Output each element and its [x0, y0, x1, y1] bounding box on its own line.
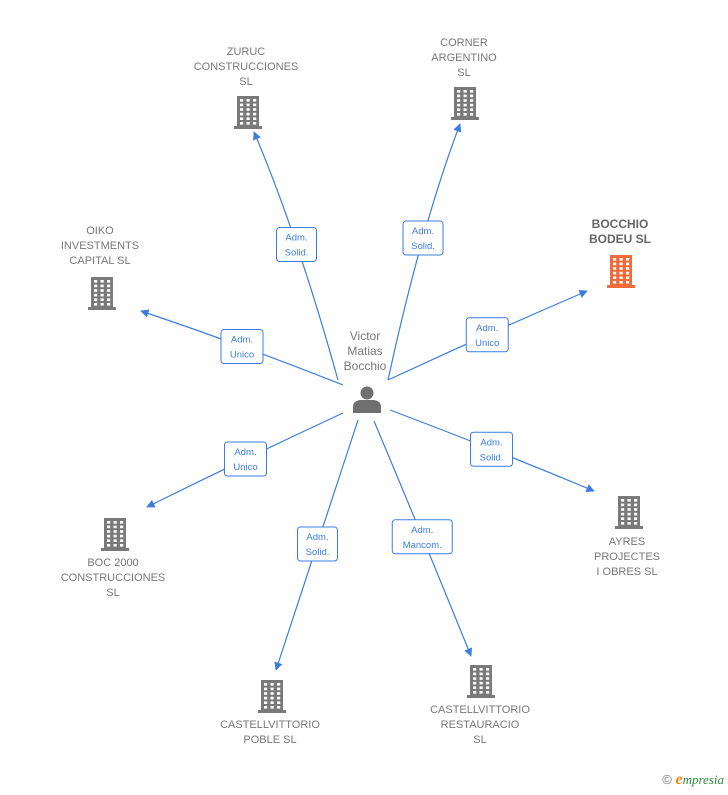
role-badge-text: Adm. — [234, 447, 256, 458]
role-badge[interactable]: Adm. Solid. — [276, 227, 317, 262]
company-label[interactable]: ZURUC CONSTRUCCIONES SL — [194, 46, 299, 88]
role-badge-text: Solid. — [411, 241, 435, 252]
building-icon — [88, 277, 116, 310]
company-node-castrest[interactable]: CASTELLVITTORIO RESTAURACIO SL — [430, 665, 530, 746]
role-badge-text: Solid. — [285, 248, 309, 259]
company-label-line: CONSTRUCCIONES — [194, 61, 299, 73]
company-node-ayres[interactable]: AYRES PROJECTES I OBRES SL — [594, 496, 660, 578]
role-badge[interactable]: Adm. Solid. — [297, 526, 338, 562]
role-badge-text: Unico — [230, 350, 254, 361]
company-label[interactable]: CASTELLVITTORIO RESTAURACIO SL — [430, 704, 530, 746]
role-badge[interactable]: Adm. Unico — [224, 441, 267, 477]
edge-zuruc: Adm. Solid. — [253, 131, 339, 381]
role-badge[interactable]: Adm. Solid. — [402, 220, 444, 256]
company-label-line: BOCCHIO — [592, 217, 649, 231]
copyright-symbol: © — [662, 772, 672, 787]
company-node-castpoble[interactable]: CASTELLVITTORIO POBLE SL — [220, 680, 320, 746]
person-icon[interactable] — [353, 386, 381, 414]
building-icon — [451, 87, 479, 120]
company-label-line: RESTAURACIO — [441, 719, 520, 731]
company-label[interactable]: AYRES PROJECTES I OBRES SL — [594, 536, 660, 578]
company-node-oiko[interactable]: OIKO INVESTMENTS CAPITAL SL — [61, 225, 139, 310]
company-label-line: CAPITAL SL — [69, 255, 130, 267]
company-label[interactable]: CASTELLVITTORIO POBLE SL — [220, 719, 320, 746]
company-label[interactable]: CORNER ARGENTINO SL — [431, 37, 497, 79]
company-label-line: ARGENTINO — [431, 52, 497, 64]
edge-corner: Adm. Solid. — [387, 123, 462, 381]
company-label-line: PROJECTES — [594, 551, 660, 563]
edge-castpoble: Adm. Solid. — [274, 419, 359, 671]
role-badge[interactable]: Adm. Unico — [465, 317, 509, 353]
role-badge-text: Solid. — [306, 547, 330, 558]
role-badge-text: Adm. — [412, 226, 434, 237]
company-label-line: BOC 2000 — [87, 557, 138, 569]
company-label-line: AYRES — [609, 536, 645, 548]
company-label-line: CONSTRUCCIONES — [61, 572, 166, 584]
company-label-line: CORNER — [440, 37, 488, 49]
company-label-line: CASTELLVITTORIO — [430, 704, 530, 716]
company-node-zuruc[interactable]: ZURUC CONSTRUCCIONES SL — [194, 46, 299, 129]
edge-oiko: Adm. Unico — [140, 309, 344, 386]
edges-layer: Adm.Solid.Adm.Solid.Adm.UnicoAdm.UnicoAd… — [140, 123, 595, 671]
role-badge[interactable]: Adm. Unico — [220, 329, 264, 364]
footer-brand[interactable]: © empresia — [662, 771, 724, 789]
company-label-line: OIKO — [86, 225, 114, 237]
edge-castrest: Adm. Mancom. — [373, 420, 473, 657]
building-icon — [101, 518, 129, 551]
company-label-line: SL — [239, 76, 252, 88]
company-label[interactable]: OIKO INVESTMENTS CAPITAL SL — [61, 225, 139, 267]
brand-name: mpresia — [682, 772, 724, 787]
edge-bocchio: Adm. Unico — [387, 290, 588, 381]
building-icon — [234, 96, 262, 129]
role-badge-text: Mancom. — [403, 540, 442, 551]
building-icon — [467, 665, 495, 698]
person-label-line: Victor — [350, 329, 380, 343]
edge-ayres: Adm. Solid. — [389, 409, 595, 492]
role-badge[interactable]: Adm. Mancom. — [391, 519, 453, 555]
company-label-line: INVESTMENTS — [61, 240, 139, 252]
role-badge-text: Adm. — [231, 335, 253, 346]
role-badge-text: Solid. — [480, 452, 504, 463]
company-label-line: ZURUC — [227, 46, 266, 58]
edge-boc2000: Adm. Unico — [146, 412, 344, 508]
company-label-line: BODEU SL — [589, 232, 651, 246]
role-badge-text: Adm. — [476, 323, 498, 334]
role-badge-text: Unico — [233, 462, 257, 473]
building-icon — [258, 680, 286, 713]
role-badge[interactable]: Adm. Solid. — [470, 431, 513, 467]
person-label-line: Bocchio — [344, 359, 387, 373]
role-badge-text: Adm. — [411, 525, 433, 536]
role-badge-text: Unico — [475, 338, 499, 349]
company-label-line: SL — [473, 734, 486, 746]
building-icon — [607, 255, 635, 288]
company-label-line: I OBRES SL — [596, 566, 657, 578]
company-label-line: SL — [106, 587, 119, 599]
brand-initial: e — [675, 771, 683, 788]
role-badge-text: Adm. — [306, 532, 328, 543]
company-label-line: SL — [457, 67, 470, 79]
role-badge-text: Adm. — [285, 233, 307, 244]
person-label-line: Matias — [347, 344, 382, 358]
company-node-corner[interactable]: CORNER ARGENTINO SL — [431, 37, 497, 120]
company-label-line: POBLE SL — [243, 734, 296, 746]
building-icon — [615, 496, 643, 529]
company-label-line: CASTELLVITTORIO — [220, 719, 320, 731]
role-badge-text: Adm. — [480, 437, 502, 448]
